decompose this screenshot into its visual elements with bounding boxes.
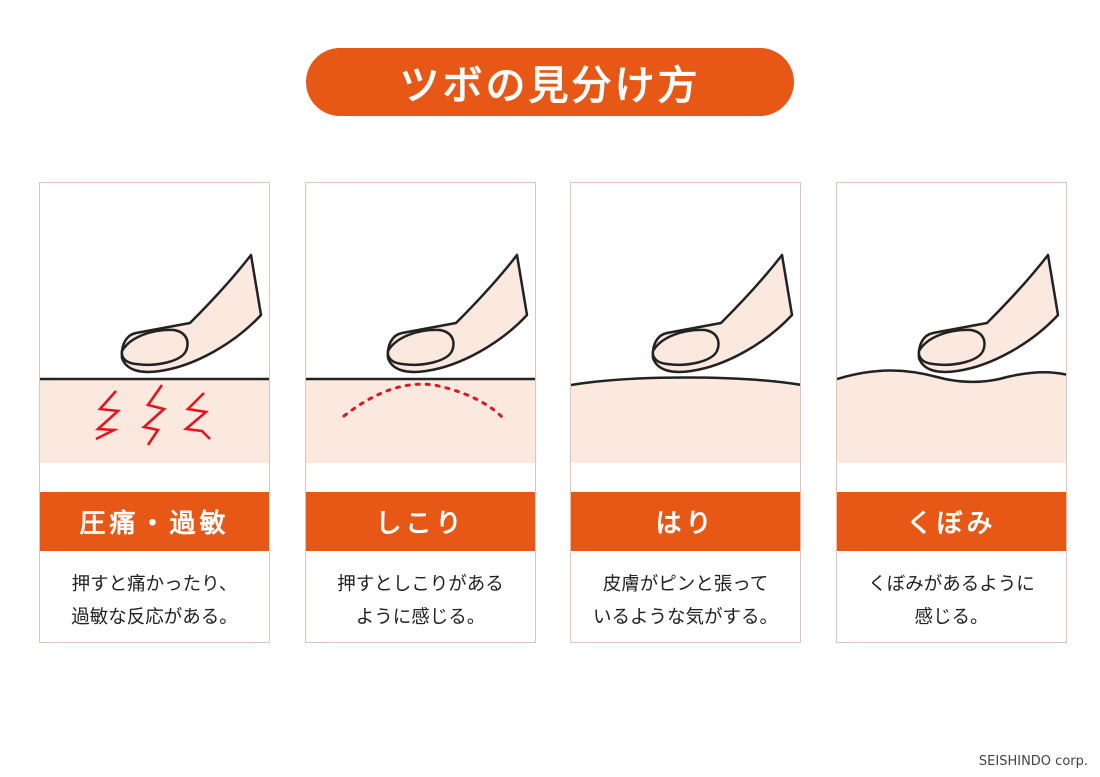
card-description: くぼみがあるように 感じる。 <box>837 568 1066 634</box>
card-tension: はり 皮膚がピンと張って いるような気がする。 <box>570 182 801 643</box>
card-label-bar: くぼみ <box>837 492 1066 551</box>
pain-illustration <box>40 253 269 463</box>
card-description: 押すと痛かったり、 過敏な反応がある。 <box>40 568 269 634</box>
card-hollow: くぼみ くぼみがあるように 感じる。 <box>836 182 1067 643</box>
hollow-illustration <box>837 253 1066 463</box>
desc-line: ように感じる。 <box>355 607 486 628</box>
card-description: 押すとしこりがある ように感じる。 <box>306 568 535 634</box>
card-description: 皮膚がピンと張って いるような気がする。 <box>571 568 800 634</box>
card-label: しこり <box>375 509 466 539</box>
desc-line: いるような気がする。 <box>592 607 778 628</box>
desc-line: 過敏な反応がある。 <box>71 607 238 628</box>
card-label-bar: はり <box>571 492 800 551</box>
skin-area <box>40 379 269 463</box>
skin-area <box>571 377 800 463</box>
card-label: くぼみ <box>906 509 997 539</box>
copyright-footer: SEISHINDO corp. <box>978 754 1088 769</box>
card-label: はり <box>655 509 716 539</box>
card-pain: 圧痛・過敏 押すと痛かったり、 過敏な反応がある。 <box>39 182 270 643</box>
title-banner: ツボの見分け方 <box>306 48 794 116</box>
desc-line: くぼみがあるように <box>868 574 1035 595</box>
desc-line: 感じる。 <box>914 607 989 628</box>
page-title: ツボの見分け方 <box>399 63 701 109</box>
card-label-bar: しこり <box>306 492 535 551</box>
skin-area <box>837 370 1066 463</box>
skin-surface-line <box>837 369 1066 384</box>
skin-surface-line <box>571 376 800 387</box>
card-label-bar: 圧痛・過敏 <box>40 492 269 551</box>
lump-outline-icon <box>342 382 504 419</box>
desc-line: 押すと痛かったり、 <box>71 574 238 595</box>
pain-mark-icon <box>94 384 211 446</box>
finger-icon <box>917 253 1060 374</box>
finger-icon <box>120 253 263 374</box>
desc-line: 皮膚がピンと張って <box>602 574 769 595</box>
finger-icon <box>386 253 529 374</box>
tension-illustration <box>571 253 800 463</box>
skin-area <box>306 379 535 463</box>
card-label: 圧痛・過敏 <box>79 509 230 539</box>
finger-icon <box>651 253 794 374</box>
desc-line: 押すとしこりがある <box>337 574 504 595</box>
card-stiffness: しこり 押すとしこりがある ように感じる。 <box>305 182 536 643</box>
stiffness-illustration <box>306 253 535 463</box>
